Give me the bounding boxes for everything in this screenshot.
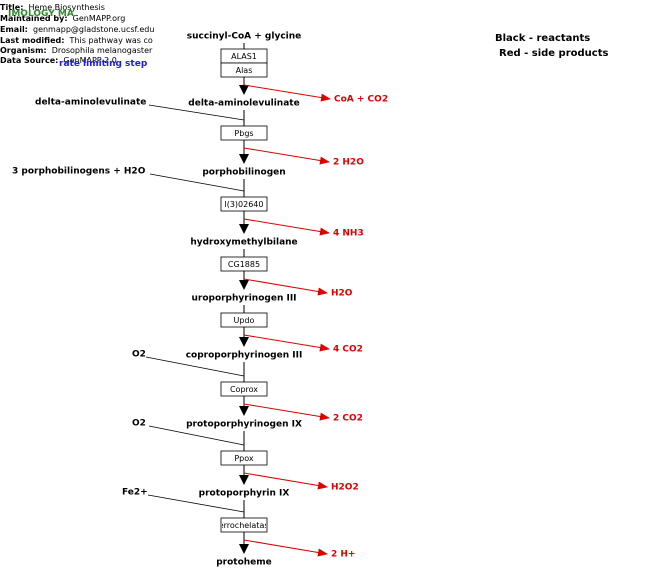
cosubstrate-line-1 xyxy=(148,104,245,121)
enzyme-label: Ferrochelatase xyxy=(215,521,274,530)
rate-limiting-label: rate limiting step xyxy=(59,59,148,69)
enzyme-box xyxy=(220,381,268,397)
meta-organism: Organism: Drosophila melanogaster xyxy=(0,46,153,55)
enzyme-label: Ppox xyxy=(234,454,254,463)
cosubstrate-5: O2 xyxy=(132,350,146,360)
metabolite-4: hydroxymethylbilane xyxy=(190,238,297,248)
enzyme-box xyxy=(220,256,268,272)
meta-maintained: Maintained by: GenMAPP.org xyxy=(0,14,126,23)
side-product-arrow-7 xyxy=(243,472,328,490)
meta-source: Data Source: GenMAPP 2.0 xyxy=(0,56,117,65)
metabolite-8: protoporphyrin IX xyxy=(199,489,290,499)
metabolite-5: uroporphyrinogen III xyxy=(191,294,296,304)
side-product-2: 2 H2O xyxy=(333,158,364,168)
side-product-4: H2O xyxy=(331,289,353,299)
enzyme-box xyxy=(220,62,268,78)
meta-email: Email: genmapp@gladstone.ucsf.edu xyxy=(0,25,155,34)
side-product-1: CoA + CO2 xyxy=(334,95,388,105)
cosubstrate-line-2 xyxy=(149,173,245,192)
cosubstrate-6: O2 xyxy=(132,419,146,429)
cosubstrate-line-7 xyxy=(147,494,245,513)
enzyme-box xyxy=(220,196,268,212)
metabolite-1: succinyl-CoA + glycine xyxy=(187,32,302,42)
legend-side-products: Red - side products xyxy=(499,48,609,59)
enzyme-label: l(3)02640 xyxy=(224,200,263,209)
side-product-6: 2 CO2 xyxy=(333,414,363,424)
cosubstrate-line-6 xyxy=(148,425,245,446)
side-product-8: 2 H+ xyxy=(331,550,355,560)
side-product-arrow-4 xyxy=(243,278,328,296)
metabolite-6: coproporphyrinogen III xyxy=(186,351,303,361)
enzyme-box xyxy=(220,517,268,533)
side-product-arrow-8 xyxy=(243,539,328,557)
overlay-label-green: IMOLOGY MA xyxy=(8,9,74,19)
side-product-arrow-1 xyxy=(243,84,331,102)
enzyme-label: Pbgs xyxy=(234,129,253,138)
side-product-arrow-5 xyxy=(243,334,330,352)
metabolite-2: delta-aminolevulinate xyxy=(188,99,299,109)
side-product-arrow-3 xyxy=(243,218,330,236)
side-product-7: H2O2 xyxy=(331,483,359,493)
cosubstrate-7: Fe2+ xyxy=(122,488,148,498)
enzyme-box xyxy=(220,450,268,466)
metabolite-7: protoporphyrinogen IX xyxy=(186,420,302,430)
meta-modified: Last modified: This pathway was conv xyxy=(0,36,153,45)
enzyme-label: Alas xyxy=(236,66,253,75)
cosubstrate-line-5 xyxy=(145,356,245,377)
enzyme-box xyxy=(220,125,268,141)
cosubstrate-1: delta-aminolevulinate xyxy=(35,98,146,108)
side-product-3: 4 NH3 xyxy=(333,229,364,239)
side-product-arrow-6 xyxy=(243,403,330,421)
enzyme-label: Updo xyxy=(234,316,255,325)
side-product-5: 4 CO2 xyxy=(333,345,363,355)
cosubstrate-2: 3 porphobilinogens + H2O xyxy=(12,167,146,177)
meta-title: Title: Heme Biosynthesis xyxy=(0,3,105,12)
enzyme-box xyxy=(220,312,268,328)
enzyme-label: ALAS1 xyxy=(231,52,257,61)
metabolite-9: protoheme xyxy=(216,558,272,568)
enzyme-label: CG1885 xyxy=(228,260,260,269)
legend-reactants: Black - reactants xyxy=(495,33,591,44)
enzyme-label: Coprox xyxy=(230,385,258,394)
side-product-arrow-2 xyxy=(243,147,330,165)
metabolite-3: porphobilinogen xyxy=(202,168,285,178)
